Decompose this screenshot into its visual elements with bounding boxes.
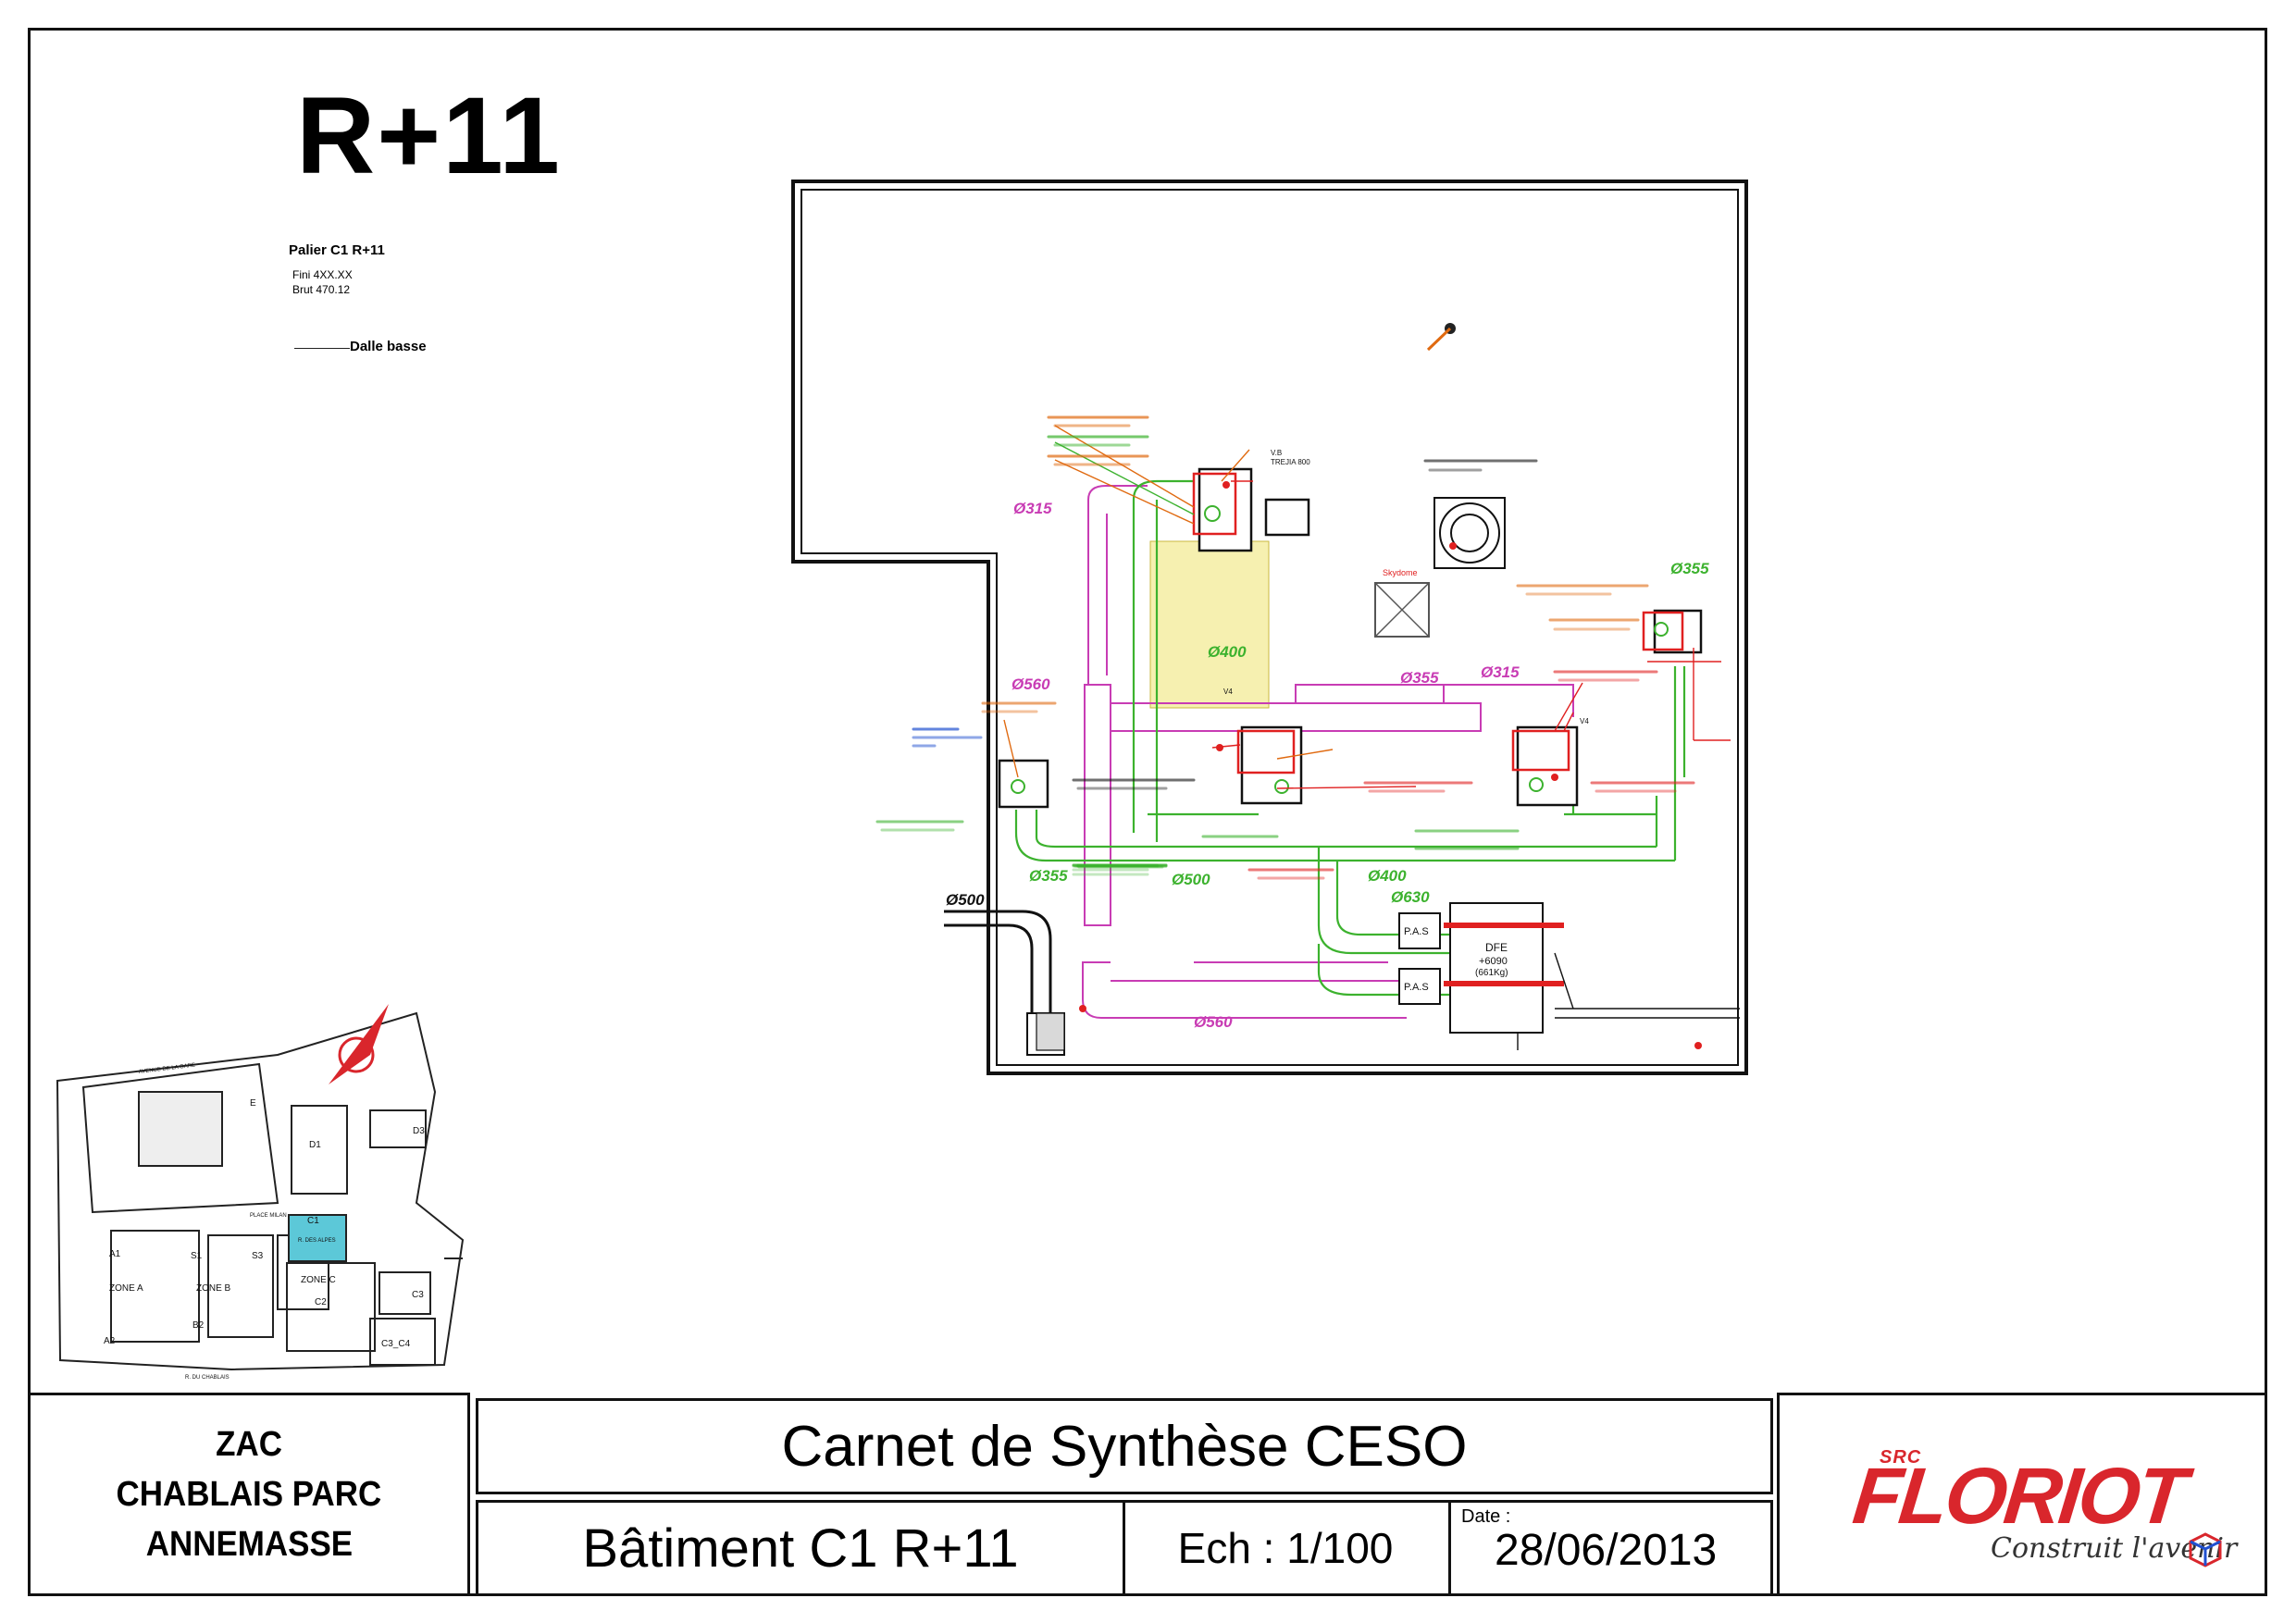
vmc-labels: V.B TREJIA 800 V4 V4 <box>1223 449 1589 725</box>
project-line-2: CHABLAIS PARC <box>116 1475 382 1514</box>
legend-line <box>294 348 350 349</box>
pink-ducts <box>1082 485 1574 1019</box>
map-zone-label: A2 <box>104 1336 116 1346</box>
scale-label: Ech : 1/100 <box>1123 1503 1451 1593</box>
map-zone-label: C3 <box>412 1290 424 1300</box>
cube-icon <box>2189 1532 2222 1567</box>
map-zone-label: E <box>250 1098 256 1109</box>
map-zone-label: C1 <box>307 1216 319 1226</box>
company-logo-box: SRC FLORIOT Construit l'avenir <box>1777 1393 2267 1596</box>
map-zone-label: ZONE B <box>196 1283 231 1294</box>
raw-level: Brut 470.12 <box>292 283 351 296</box>
vmc-mid-label: V4 <box>1223 688 1233 696</box>
map-zone-label: S1 <box>191 1251 203 1261</box>
pivot-icon <box>1426 323 1456 352</box>
building-row: Bâtiment C1 R+11 Ech : 1/100 Date : 28/0… <box>476 1500 1773 1596</box>
duct-label: Ø400 <box>1368 867 1407 885</box>
pas-top-label: P.A.S <box>1404 926 1429 937</box>
round-unit-top <box>1433 497 1506 569</box>
date-cell: Date : 28/06/2013 <box>1448 1503 1770 1593</box>
green-ducts <box>1014 479 1686 997</box>
map-street-label: R. DU CHABLAIS <box>185 1375 230 1381</box>
dfe-hatch <box>1444 923 1564 986</box>
duct-label: Ø400 <box>1208 643 1247 661</box>
duct-label: Ø560 <box>1011 675 1050 693</box>
duct-label: Ø500 <box>1172 871 1210 888</box>
vmc-top-sub: TREJIA 800 <box>1271 458 1310 466</box>
legend-label: Dalle basse <box>350 339 427 354</box>
skydome-label: Skydome <box>1383 568 1418 577</box>
project-line-3: ANNEMASSE <box>145 1525 353 1564</box>
map-zone-label: ZONE A <box>109 1283 143 1294</box>
date-label: Date : <box>1461 1506 1511 1527</box>
map-street-label: R. DES ALPES <box>298 1238 336 1244</box>
duct-label: Ø560 <box>1194 1013 1233 1031</box>
duct-label: Ø355 <box>1029 867 1068 885</box>
map-zone-label: C2 <box>315 1297 327 1307</box>
duct-label: Ø355 <box>1670 560 1709 577</box>
annotation-text-blocks <box>875 415 1695 880</box>
red-markers <box>1079 481 1702 1049</box>
map-zone-label: S3 <box>252 1251 264 1261</box>
document-title: Carnet de Synthèse CESO <box>476 1398 1773 1494</box>
logo-prefix: SRC <box>1880 1447 1922 1468</box>
project-line-1: ZAC <box>216 1425 282 1464</box>
pas-bottom-label: P.A.S <box>1404 982 1429 993</box>
duct-label: Ø500 <box>946 891 985 909</box>
map-zone-label: D3 <box>413 1126 425 1136</box>
date-value: 28/06/2013 <box>1495 1526 1718 1575</box>
map-zone-label: C3_C4 <box>381 1339 411 1349</box>
dfe-value: +6090 <box>1479 956 1508 967</box>
building-outline <box>791 180 1748 1075</box>
equipment-red-outlines <box>1192 472 1684 774</box>
duct-label: Ø315 <box>1013 500 1052 517</box>
duct-label: Ø315 <box>1481 663 1520 681</box>
duct-label: Ø355 <box>1400 669 1439 687</box>
duct-label: Ø630 <box>1391 888 1430 906</box>
map-zone-label: ZONE C <box>301 1275 336 1285</box>
vmc-top-label: V.B <box>1271 449 1282 457</box>
equipment-green-markers <box>1011 505 1669 794</box>
dfe-title: DFE <box>1485 941 1508 954</box>
map-zone-label: D1 <box>309 1140 321 1150</box>
annotation-leaders <box>1003 425 1740 1050</box>
north-arrow-icon <box>329 1004 389 1084</box>
map-zone-label: B2 <box>192 1320 205 1331</box>
map-street-label: PLACE MILAN <box>250 1213 287 1219</box>
landing-label: Palier C1 R+11 <box>289 242 385 258</box>
map-zone-label: A1 <box>109 1249 121 1259</box>
shaft-zone <box>1149 540 1270 709</box>
level-title: R+11 <box>296 75 562 197</box>
building-name: Bâtiment C1 R+11 <box>478 1503 1125 1593</box>
equipment-units <box>998 467 1703 809</box>
finished-level: Fini 4XX.XX <box>292 268 353 281</box>
highlighted-building-c1 <box>288 1214 347 1262</box>
site-map <box>56 1011 465 1371</box>
title-block: ZAC CHABLAIS PARC ANNEMASSE Carnet de Sy… <box>28 1393 2267 1596</box>
dark-s-duct <box>944 910 1065 1056</box>
dfe-weight: (661Kg) <box>1475 968 1508 978</box>
logo-name: FLORIOT <box>1849 1452 2189 1541</box>
skydome-icon <box>1374 582 1430 638</box>
vmc-right-label: V4 <box>1580 717 1589 725</box>
project-box: ZAC CHABLAIS PARC ANNEMASSE <box>28 1393 470 1596</box>
